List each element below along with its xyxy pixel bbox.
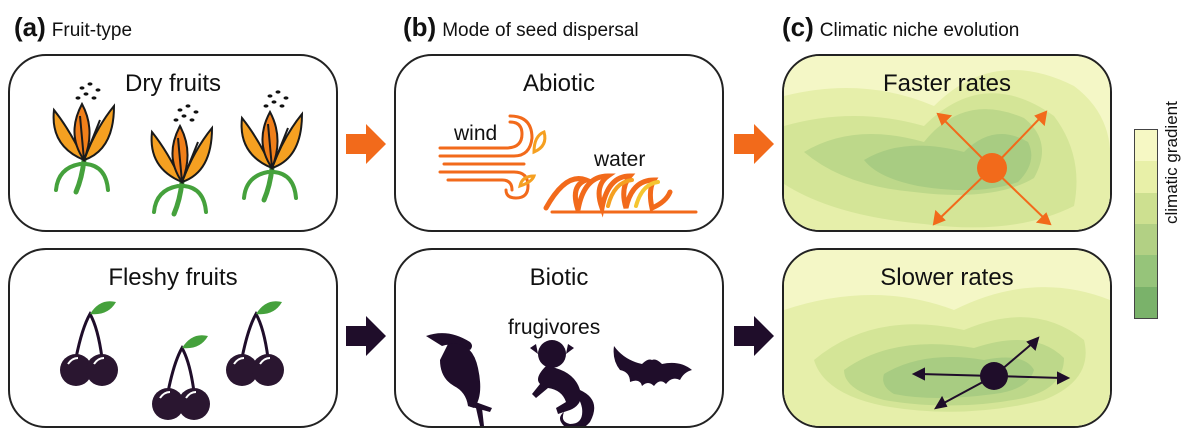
dark-arrow-icon xyxy=(346,316,386,356)
orange-arrow-icon xyxy=(346,124,386,164)
primate-icon xyxy=(530,340,595,426)
orange-arrow-icon xyxy=(734,124,774,164)
water-icon xyxy=(543,173,698,218)
colorbar-segment xyxy=(1135,286,1157,318)
fleshy-fruits-title: Fleshy fruits xyxy=(108,264,238,291)
slower-rates-landscape xyxy=(784,250,1110,426)
panel-b-title: Mode of seed dispersal xyxy=(442,20,639,41)
faster-rates-landscape xyxy=(784,56,1110,230)
climatic-gradient-colorbar xyxy=(1134,129,1158,319)
colorbar-label: climatic gradient xyxy=(1162,101,1181,224)
abiotic-title: Abiotic xyxy=(522,70,596,97)
panel-a-title: Fruit-type xyxy=(51,20,133,41)
panel-a-letter: (a) xyxy=(14,12,46,42)
colorbar-segment xyxy=(1135,255,1157,287)
bat-icon xyxy=(613,346,692,386)
frugivore-icons xyxy=(426,333,692,426)
fleshy-fruits-box: Fleshy fruits xyxy=(8,248,338,428)
colorbar-segment xyxy=(1135,130,1157,162)
wind-label: wind xyxy=(454,122,498,145)
colorbar-segment xyxy=(1135,192,1157,224)
wind-icon xyxy=(438,114,547,200)
panel-b-header: (b)Mode of seed dispersal xyxy=(403,12,639,43)
panel-c-header: (c)Climatic niche evolution xyxy=(782,12,1019,43)
faster-rates-title: Faster rates xyxy=(882,70,1012,97)
toucan-icon xyxy=(426,333,492,426)
panel-c-title: Climatic niche evolution xyxy=(819,20,1020,41)
slower-rates-title: Slower rates xyxy=(880,264,1014,291)
colorbar-segment xyxy=(1135,161,1157,193)
biotic-box: Biotic frugivores xyxy=(394,248,724,428)
wind-water-icons xyxy=(438,114,698,218)
panel-a-header: (a)Fruit-type xyxy=(14,12,132,43)
dry-fruits-title: Dry fruits xyxy=(125,70,221,97)
faster-rates-box: Faster rates xyxy=(782,54,1112,232)
frugivores-label: frugivores xyxy=(508,316,601,339)
dry-fruits-box: Dry fruits xyxy=(8,54,338,232)
abiotic-box: Abiotic wind water xyxy=(394,54,724,232)
colorbar-segment xyxy=(1135,223,1157,256)
slower-rates-box: Slower rates xyxy=(782,248,1112,428)
niche-dot xyxy=(977,153,1007,183)
dark-arrow-icon xyxy=(734,316,774,356)
water-label: water xyxy=(594,148,646,171)
panel-b-letter: (b) xyxy=(403,12,437,42)
biotic-title: Biotic xyxy=(529,264,589,291)
niche-dot xyxy=(980,362,1008,390)
panel-c-letter: (c) xyxy=(782,12,814,42)
